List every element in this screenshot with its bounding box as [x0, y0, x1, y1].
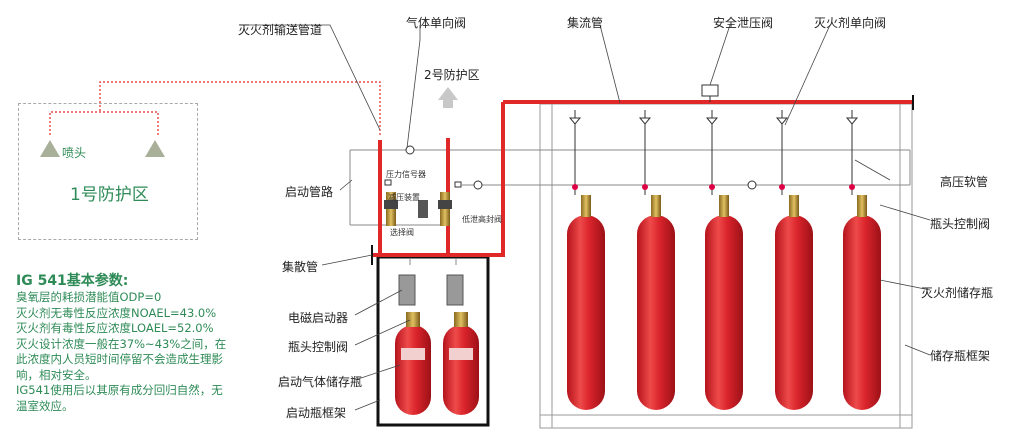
- reducer-label: 减压装置: [388, 192, 420, 202]
- params-line: 此浓度内人员短时间停留不会造成生理影: [16, 352, 223, 366]
- params-line: IG541使用后以其原有成分回归自然，无: [16, 383, 223, 397]
- label-head-valve-left: 瓶头控制阀: [288, 340, 349, 354]
- agent-cylinders: [567, 110, 881, 410]
- zone1-title: 1号防护区: [70, 185, 149, 205]
- agent-cylinder-5: [843, 110, 881, 410]
- control-lines: [349, 149, 911, 265]
- agent-cylinder-1: [567, 110, 605, 410]
- ig541-params: IG 541基本参数: 臭氧层的耗损潜能值ODP=0 灭火剂无毒性反应浓度NOA…: [16, 272, 256, 414]
- label-cylinder-frame: 储存瓶框架: [930, 349, 991, 363]
- check-valve-icons: [405, 145, 757, 190]
- label-agent-cylinder: 灭火剂储存瓶: [921, 286, 994, 300]
- nozzle-icons: [40, 140, 165, 157]
- label-gas-check-valve: 气体单向阀: [406, 16, 467, 30]
- label-start-cylinder: 启动气体储存瓶: [278, 375, 363, 389]
- params-title: IG 541基本参数:: [16, 273, 129, 289]
- params-line: 温室效应。: [16, 398, 74, 413]
- label-agent-check-valve: 灭火剂单向阀: [814, 16, 887, 30]
- start-cylinders: [395, 274, 479, 415]
- label-head-valve-right: 瓶头控制阀: [930, 217, 991, 231]
- label-start-pipe: 启动管路: [285, 185, 334, 199]
- label-manifold: 集流管: [567, 16, 604, 30]
- label-collector-pipe: 集散管: [282, 260, 319, 274]
- label-hose: 高压软管: [940, 175, 989, 189]
- transport-pipe-dotted: [49, 81, 381, 135]
- selector-valves: [384, 192, 452, 226]
- label-transport-pipe: 灭火剂输送管道: [238, 23, 323, 37]
- label-start-frame: 启动瓶框架: [286, 406, 347, 420]
- agent-cylinder-3: [705, 110, 743, 410]
- pressure-switch-icons: [384, 179, 462, 188]
- label-zone2: 2号防护区: [424, 68, 480, 82]
- lowpressure-valve-label: 低泄高封阀: [462, 214, 502, 224]
- params-line: 灭火设计浓度一般在37%~43%之间，在: [16, 336, 227, 351]
- zone2-arrow-icon: [438, 87, 458, 108]
- leader-lines: [240, 24, 931, 411]
- safety-valve-icon: [701, 84, 719, 97]
- params-line: 臭氧层的耗损潜能值ODP=0: [16, 290, 162, 304]
- zone1-area: [18, 103, 198, 240]
- agent-cylinder-4: [775, 110, 813, 410]
- agent-cylinder-2: [637, 110, 675, 410]
- params-line: 灭火剂无毒性反应浓度NOAEL=43.0%: [16, 305, 217, 320]
- selector-valve-label: 选择阀: [390, 227, 414, 237]
- pressure-switch-label: 压力信号器: [386, 169, 426, 179]
- device-labels: 压力信号器 减压装置 选择阀 低泄高封阀: [386, 169, 502, 237]
- params-line: 响，相对安全。: [16, 367, 97, 382]
- label-solenoid: 电磁启动器: [288, 311, 349, 325]
- label-nozzle: 喷头: [62, 146, 87, 160]
- label-safety-valve: 安全泄压阀: [713, 16, 774, 30]
- params-line: 灭火剂有毒性反应浓度LOAEL=52.0%: [16, 321, 214, 335]
